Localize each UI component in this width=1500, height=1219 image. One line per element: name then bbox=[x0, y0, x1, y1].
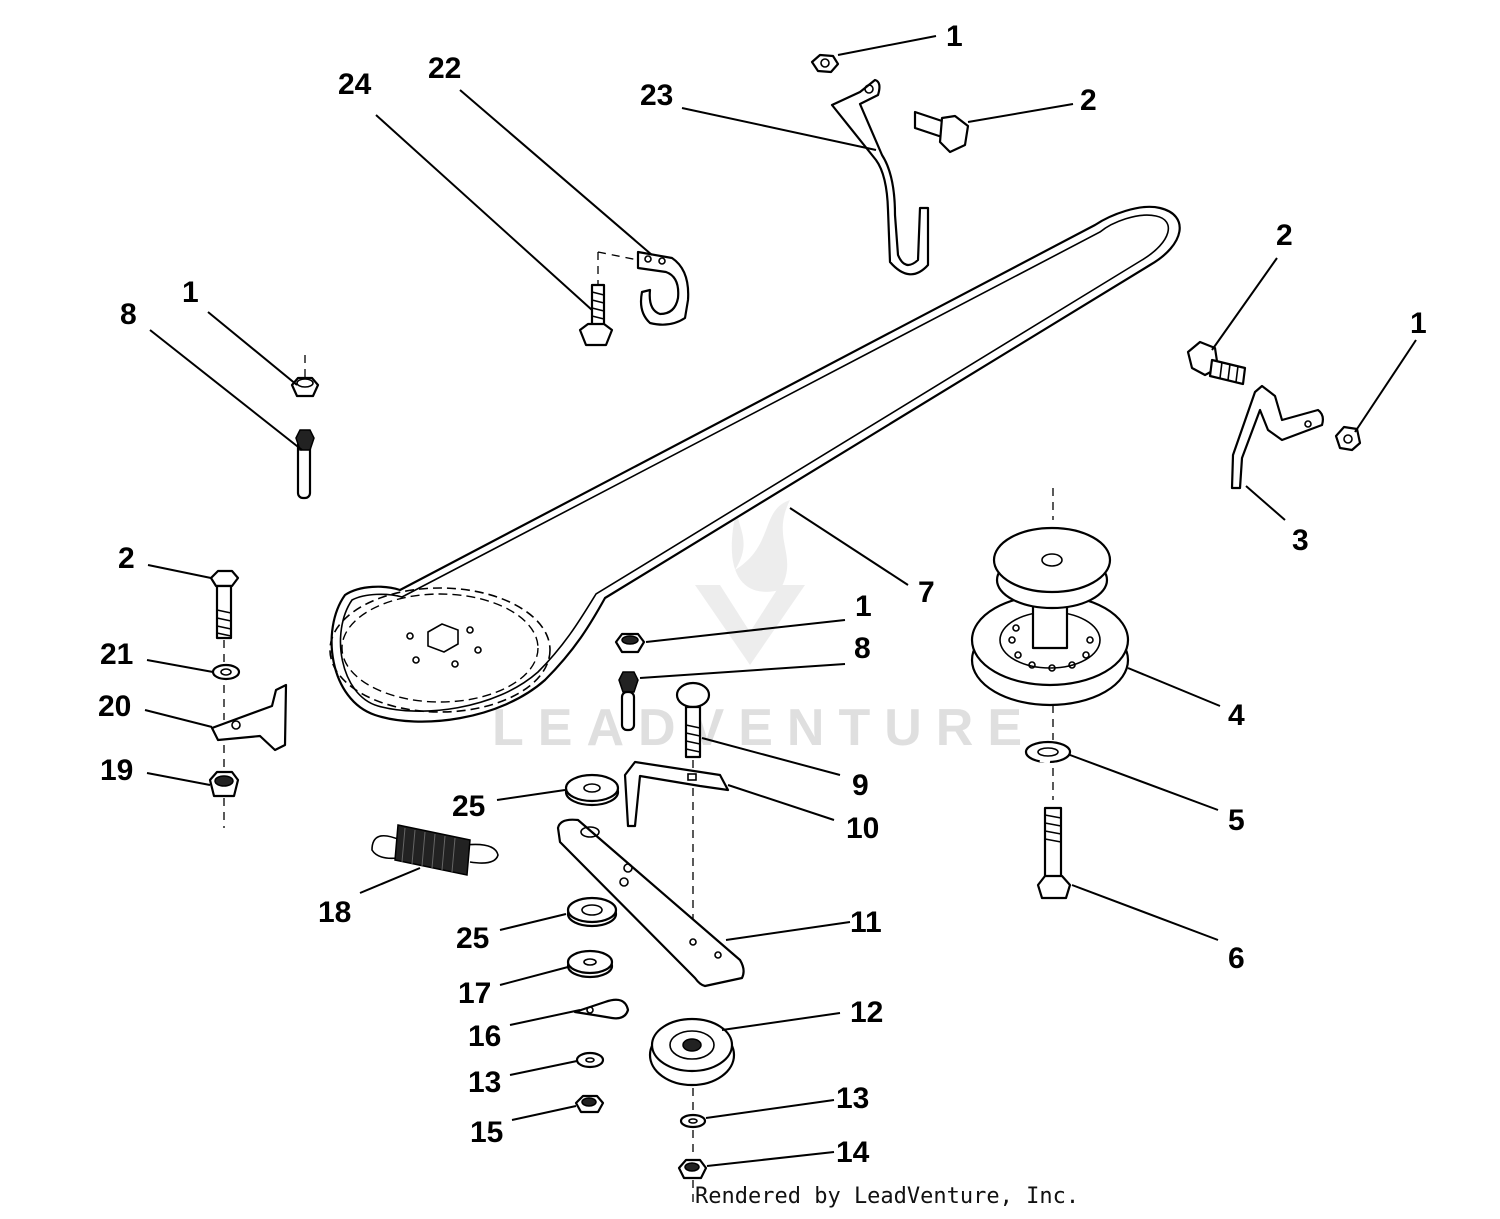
belt-guide-16 bbox=[573, 998, 630, 1020]
callouts: 1 2 23 22 24 1 8 2 1 3 7 2 21 20 19 1 8 … bbox=[98, 20, 1427, 1169]
pulley-4 bbox=[970, 488, 1130, 707]
callout-3: 3 bbox=[1292, 524, 1309, 557]
callout-21: 21 bbox=[100, 638, 133, 671]
callout-14: 14 bbox=[836, 1136, 870, 1169]
pin-8-center bbox=[618, 671, 639, 732]
nut-1-center bbox=[614, 632, 646, 654]
callout-1: 1 bbox=[1410, 307, 1427, 340]
callout-4: 4 bbox=[1228, 699, 1245, 732]
callout-9: 9 bbox=[852, 769, 869, 802]
nut-1-top bbox=[810, 53, 840, 74]
callout-2: 2 bbox=[118, 542, 135, 575]
idler-arm-11 bbox=[556, 818, 745, 988]
bolt-2-left bbox=[209, 569, 240, 665]
callout-1: 1 bbox=[855, 590, 872, 623]
idler-bracket-10 bbox=[623, 760, 730, 828]
spacer-17 bbox=[566, 949, 614, 979]
carriage-bolt-9 bbox=[675, 681, 711, 960]
callout-20: 20 bbox=[98, 690, 131, 723]
callout-25: 25 bbox=[452, 790, 485, 823]
callout-8: 8 bbox=[854, 632, 871, 665]
callout-2: 2 bbox=[1276, 219, 1293, 252]
nut-15 bbox=[574, 1094, 605, 1114]
bolt-6 bbox=[1036, 768, 1072, 900]
bolt-24 bbox=[578, 283, 614, 347]
bracket-20 bbox=[210, 683, 288, 770]
bushing-25-top bbox=[564, 773, 620, 807]
callout-1: 1 bbox=[946, 20, 963, 53]
idler-pulley-12 bbox=[648, 1017, 736, 1112]
leader-lines bbox=[144, 35, 1417, 1167]
callout-18: 18 bbox=[318, 896, 351, 929]
callout-6: 6 bbox=[1228, 942, 1245, 975]
callout-12: 12 bbox=[850, 996, 883, 1029]
bolt-2-top bbox=[913, 110, 970, 154]
callout-8: 8 bbox=[120, 298, 137, 331]
callout-13: 13 bbox=[468, 1066, 501, 1099]
callout-2: 2 bbox=[1080, 84, 1097, 117]
watermark-text: LEADVENTURE bbox=[492, 699, 1036, 757]
pin-8-left bbox=[295, 355, 315, 500]
callout-15: 15 bbox=[470, 1116, 503, 1149]
callout-1: 1 bbox=[182, 276, 199, 309]
callout-11: 11 bbox=[850, 906, 882, 939]
callout-19: 19 bbox=[100, 754, 133, 787]
bushing-25-bottom bbox=[566, 896, 618, 928]
callout-5: 5 bbox=[1228, 804, 1245, 837]
callout-7: 7 bbox=[918, 576, 935, 609]
callout-24: 24 bbox=[338, 68, 372, 101]
washer-21 bbox=[211, 663, 241, 681]
nut-1-right bbox=[1334, 425, 1362, 452]
bracket-3 bbox=[1230, 384, 1324, 490]
nut-19 bbox=[208, 770, 240, 828]
drive-belt bbox=[329, 205, 1181, 723]
callout-23: 23 bbox=[640, 79, 673, 112]
callout-25: 25 bbox=[456, 922, 489, 955]
callout-13: 13 bbox=[836, 1082, 869, 1115]
belt-guide-23 bbox=[830, 78, 930, 276]
callout-22: 22 bbox=[428, 52, 461, 85]
spring-18 bbox=[371, 824, 499, 876]
nut-1-left bbox=[290, 376, 320, 398]
nut-14 bbox=[677, 1158, 708, 1205]
washer-13-left bbox=[575, 1051, 605, 1069]
belt-guide-22 bbox=[597, 250, 690, 326]
callout-10: 10 bbox=[846, 812, 879, 845]
watermark: LEADVENTURE bbox=[492, 480, 1036, 757]
callout-17: 17 bbox=[458, 977, 491, 1010]
credit-text: Rendered by LeadVenture, Inc. bbox=[695, 1184, 1080, 1209]
lock-washer-5 bbox=[1024, 705, 1072, 764]
washer-13-right bbox=[679, 1113, 707, 1158]
callout-16: 16 bbox=[468, 1020, 501, 1053]
bolt-2-right bbox=[1186, 340, 1247, 386]
